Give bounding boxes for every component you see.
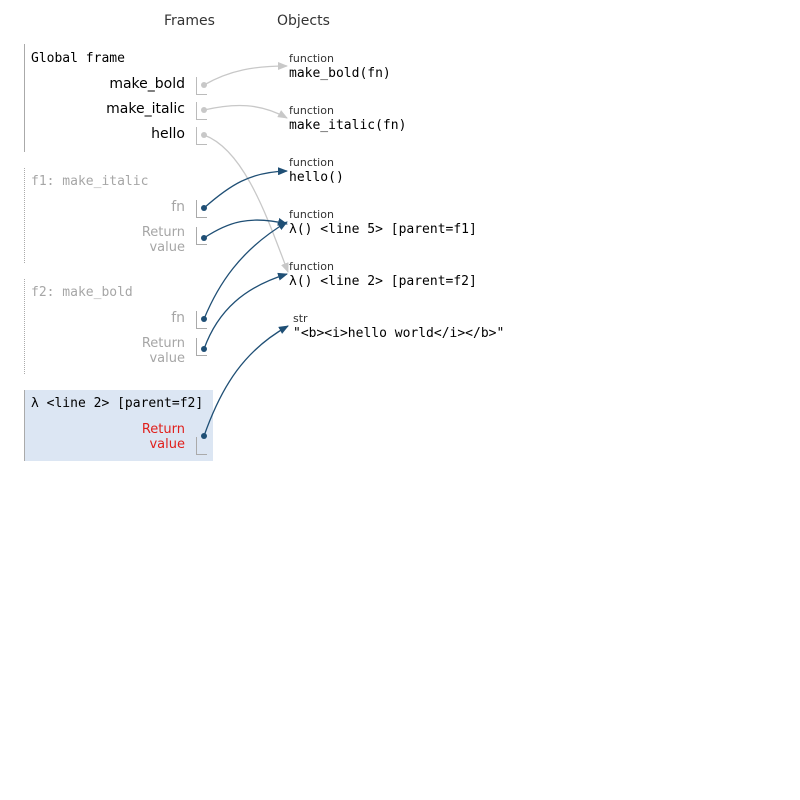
lambda-return-line1: Return xyxy=(141,422,185,437)
lambda-return-pointer xyxy=(203,325,289,437)
obj-make-bold-value: make_bold(fn) xyxy=(289,66,391,81)
make-italic-pointer xyxy=(203,104,288,119)
f2-frame-title: f2: make_bold xyxy=(31,285,133,300)
var-make-italic: make_italic xyxy=(106,101,185,117)
f2-return-line1: Return xyxy=(141,336,185,351)
f1-return-line1: Return xyxy=(141,225,185,240)
f1-slot-fn xyxy=(196,200,207,218)
f1-frame-title: f1: make_italic xyxy=(31,174,149,189)
lambda-frame xyxy=(24,390,213,461)
obj-hello-type: function xyxy=(289,156,334,169)
var-hello: hello xyxy=(151,126,185,142)
slot-hello xyxy=(196,127,207,145)
var-make-bold: make_bold xyxy=(109,76,185,92)
f2-return-label: Return value xyxy=(142,336,185,366)
objects-header: Objects xyxy=(277,13,330,29)
lambda-frame-border xyxy=(24,390,25,461)
global-pointers xyxy=(201,62,289,273)
f1-return-label: Return value xyxy=(142,225,185,255)
slot-make-bold xyxy=(196,77,207,95)
obj-hello-value: hello() xyxy=(289,170,344,185)
f1-slot-return xyxy=(196,227,207,245)
f2-slot-return xyxy=(196,338,207,356)
global-frame-title: Global frame xyxy=(31,51,125,66)
lambda-return-label: Return value xyxy=(142,422,185,452)
f2-var-fn: fn xyxy=(171,310,185,326)
f1-return-pointer xyxy=(203,217,288,239)
lambda-return-line2: value xyxy=(149,437,185,452)
lambda-slot-return xyxy=(196,437,207,455)
obj-str-type: str xyxy=(293,312,308,325)
make-bold-pointer xyxy=(203,62,288,86)
f1-fn-pointer xyxy=(203,167,288,209)
f2-return-line2: value xyxy=(149,351,185,366)
obj-lambda-f2-type: function xyxy=(289,260,334,273)
slot-make-italic xyxy=(196,102,207,120)
hello-pointer xyxy=(203,134,289,273)
f1-var-fn: fn xyxy=(171,199,185,215)
f2-return-pointer xyxy=(203,272,288,350)
global-frame-border xyxy=(24,44,25,152)
f2-fn-pointer xyxy=(203,221,288,320)
obj-make-italic-value: make_italic(fn) xyxy=(289,118,407,133)
f2-slot-fn xyxy=(196,311,207,329)
obj-lambda-f1-type: function xyxy=(289,208,334,221)
frames-header: Frames xyxy=(164,13,215,29)
obj-str-value: "<b><i>hello world</i></b>" xyxy=(293,326,505,341)
obj-make-italic-type: function xyxy=(289,104,334,117)
obj-lambda-f1-value: λ() <line 5> [parent=f1] xyxy=(289,222,477,237)
obj-lambda-f2-value: λ() <line 2> [parent=f2] xyxy=(289,274,477,289)
f1-return-line2: value xyxy=(149,240,185,255)
lambda-frame-title: λ <line 2> [parent=f2] xyxy=(31,396,204,411)
f2-frame-border xyxy=(24,279,25,374)
obj-make-bold-type: function xyxy=(289,52,334,65)
f1-frame-border xyxy=(24,168,25,263)
frame-pointers xyxy=(201,167,289,439)
